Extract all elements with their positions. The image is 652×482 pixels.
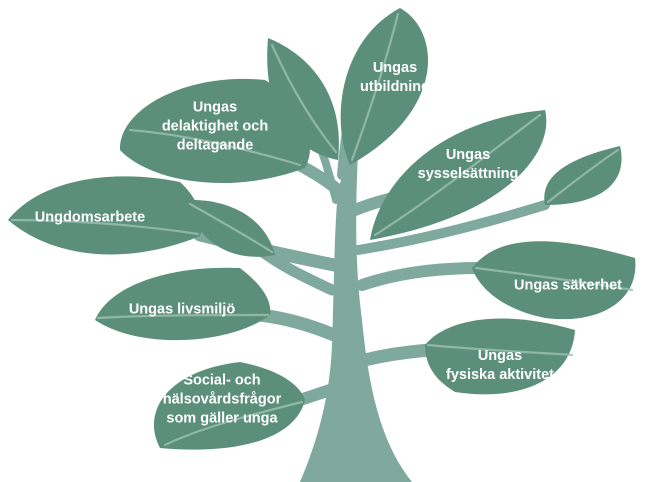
leaf-label-delaktighet: Ungas delaktighet och deltagande	[162, 99, 268, 156]
leaf-social	[153, 362, 305, 450]
vein-sakerhet	[474, 266, 634, 292]
leaf-label-line: Ungdomsarbete	[34, 209, 146, 226]
branch-right-mid	[356, 262, 486, 291]
leaf-label-line: Ungas	[372, 60, 418, 76]
vein-small-left	[188, 202, 274, 254]
leaf-label-line: utbildning	[359, 79, 431, 95]
leaf-label-sakerhet: Ungas säkerhet	[514, 277, 622, 296]
leaf-label-line: Ungas	[477, 348, 523, 364]
vein-utbildning	[350, 12, 400, 162]
leaf-label-fysiska: Ungas fysiska aktivitet	[446, 347, 554, 385]
tree-trunk	[300, 150, 412, 482]
leaf-label-livsmiljo: Ungas livsmiljö	[129, 301, 235, 320]
vein-livsmiljo	[96, 313, 270, 320]
vein-ungdomsarbete	[10, 218, 200, 236]
leaf-label-line: Ungas	[192, 99, 238, 116]
leaf-livsmiljo	[95, 267, 271, 341]
leaf-label-line: sysselsättning	[417, 166, 519, 182]
leaf-label-line: Ungas säkerhet	[514, 277, 622, 294]
leaf-label-sysselsattning: Ungas sysselsättning	[418, 146, 519, 184]
leaf-ungdomsarbete	[8, 176, 202, 255]
leaf-label-line: deltagande	[176, 137, 254, 154]
vein-small-top	[270, 43, 338, 154]
branch-right-far	[353, 200, 550, 255]
vein-small-right	[546, 148, 620, 204]
vein-delaktighet	[128, 128, 302, 167]
leaf-utbildning	[340, 8, 428, 165]
leaf-label-ungdomsarbete: Ungdomsarbete	[35, 209, 145, 228]
vein-social	[163, 400, 304, 447]
leaf-label-line: som gäller unga	[166, 410, 278, 427]
vein-sysselsattning	[373, 113, 542, 237]
leaf-veins	[10, 12, 634, 447]
leaf-label-line: fysiska aktivitet	[445, 367, 555, 383]
branch-right-low	[358, 343, 437, 367]
leaf-small-top	[267, 38, 339, 160]
leaf-label-line: delaktighet och	[161, 118, 269, 135]
vein-fysiska	[426, 343, 574, 357]
leaf-label-line: hälsovårdsfrågor	[162, 391, 282, 408]
leaf-label-social: Social- och hälsovårdsfrågor som gäller …	[163, 372, 281, 429]
leaf-fysiska	[425, 318, 575, 395]
leaf-sakerhet	[472, 241, 636, 320]
leaf-label-utbildning: Ungas utbildning	[360, 59, 430, 97]
leaf-label-line: Ungas	[445, 147, 491, 163]
branch-left-low	[253, 308, 341, 342]
leaf-label-line: Ungas livsmiljö	[128, 301, 236, 318]
leaf-label-line: Social- och	[183, 372, 261, 389]
leaf-delaktighet	[119, 78, 311, 184]
